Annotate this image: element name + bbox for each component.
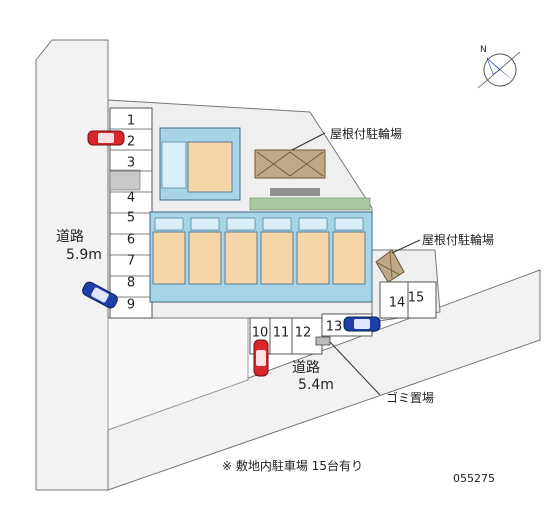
car-red-top	[87, 130, 125, 146]
parking-number-14: 14	[389, 296, 406, 311]
parking-number-10: 10	[252, 326, 269, 341]
leader-garbage	[329, 341, 381, 396]
car-blue-bottom	[343, 316, 381, 332]
road-west-name: 道路	[56, 229, 84, 245]
compass-letter: N	[480, 45, 487, 55]
leader-bicycle-north	[291, 132, 326, 151]
parking-number-5: 5	[127, 211, 135, 226]
green-area	[249, 197, 371, 211]
unit-entry	[226, 217, 256, 231]
footer-note: ※ 敷地内駐車場 15台有り	[222, 458, 363, 473]
compass-icon: N	[477, 45, 521, 89]
parking-number-11: 11	[273, 326, 290, 341]
unit-entry	[334, 217, 364, 231]
parking-number-8: 8	[127, 276, 135, 291]
unit-block	[224, 231, 258, 285]
parking-number-1: 1	[127, 114, 135, 129]
unit-block	[152, 231, 186, 285]
garbage-box	[315, 336, 331, 346]
parking-number-12: 12	[295, 326, 312, 341]
car-blue-left	[82, 281, 118, 309]
parking-number-9: 9	[127, 298, 135, 313]
unit-block	[296, 231, 330, 285]
parking-number-7: 7	[127, 254, 135, 269]
unit-block	[188, 231, 222, 285]
parking-number-4: 4	[127, 191, 135, 206]
bicycle-parking-north	[254, 149, 326, 196]
unit-entry	[154, 217, 184, 231]
road-west	[35, 39, 109, 491]
bicycle-parking-east	[375, 249, 405, 283]
road-south	[107, 269, 541, 491]
car-red-bottom	[253, 339, 269, 377]
parking-number-2: 2	[127, 135, 135, 150]
road-west-width: 5.9m	[66, 247, 102, 263]
garbage-label: ゴミ置場	[386, 390, 434, 405]
unit-entry	[262, 217, 292, 231]
unit-block	[332, 231, 366, 285]
unit-entry	[190, 217, 220, 231]
bicycle-north-label: 屋根付駐輪場	[330, 126, 402, 141]
bicycle-east-label: 屋根付駐輪場	[422, 232, 494, 247]
property-code: 055275	[453, 472, 495, 485]
building-units	[152, 217, 366, 285]
parking-dividers	[110, 128, 152, 298]
parking-number-15: 15	[408, 291, 425, 306]
parking-number-3: 3	[127, 156, 135, 171]
leader-bicycle-east	[391, 239, 421, 254]
road-south-width: 5.4m	[298, 377, 334, 393]
building-north	[159, 127, 241, 201]
unit-block	[260, 231, 294, 285]
unit-entry	[298, 217, 328, 231]
road-south-name: 道路	[292, 360, 320, 376]
parking-number-13: 13	[326, 320, 343, 335]
parking-number-6: 6	[127, 233, 135, 248]
